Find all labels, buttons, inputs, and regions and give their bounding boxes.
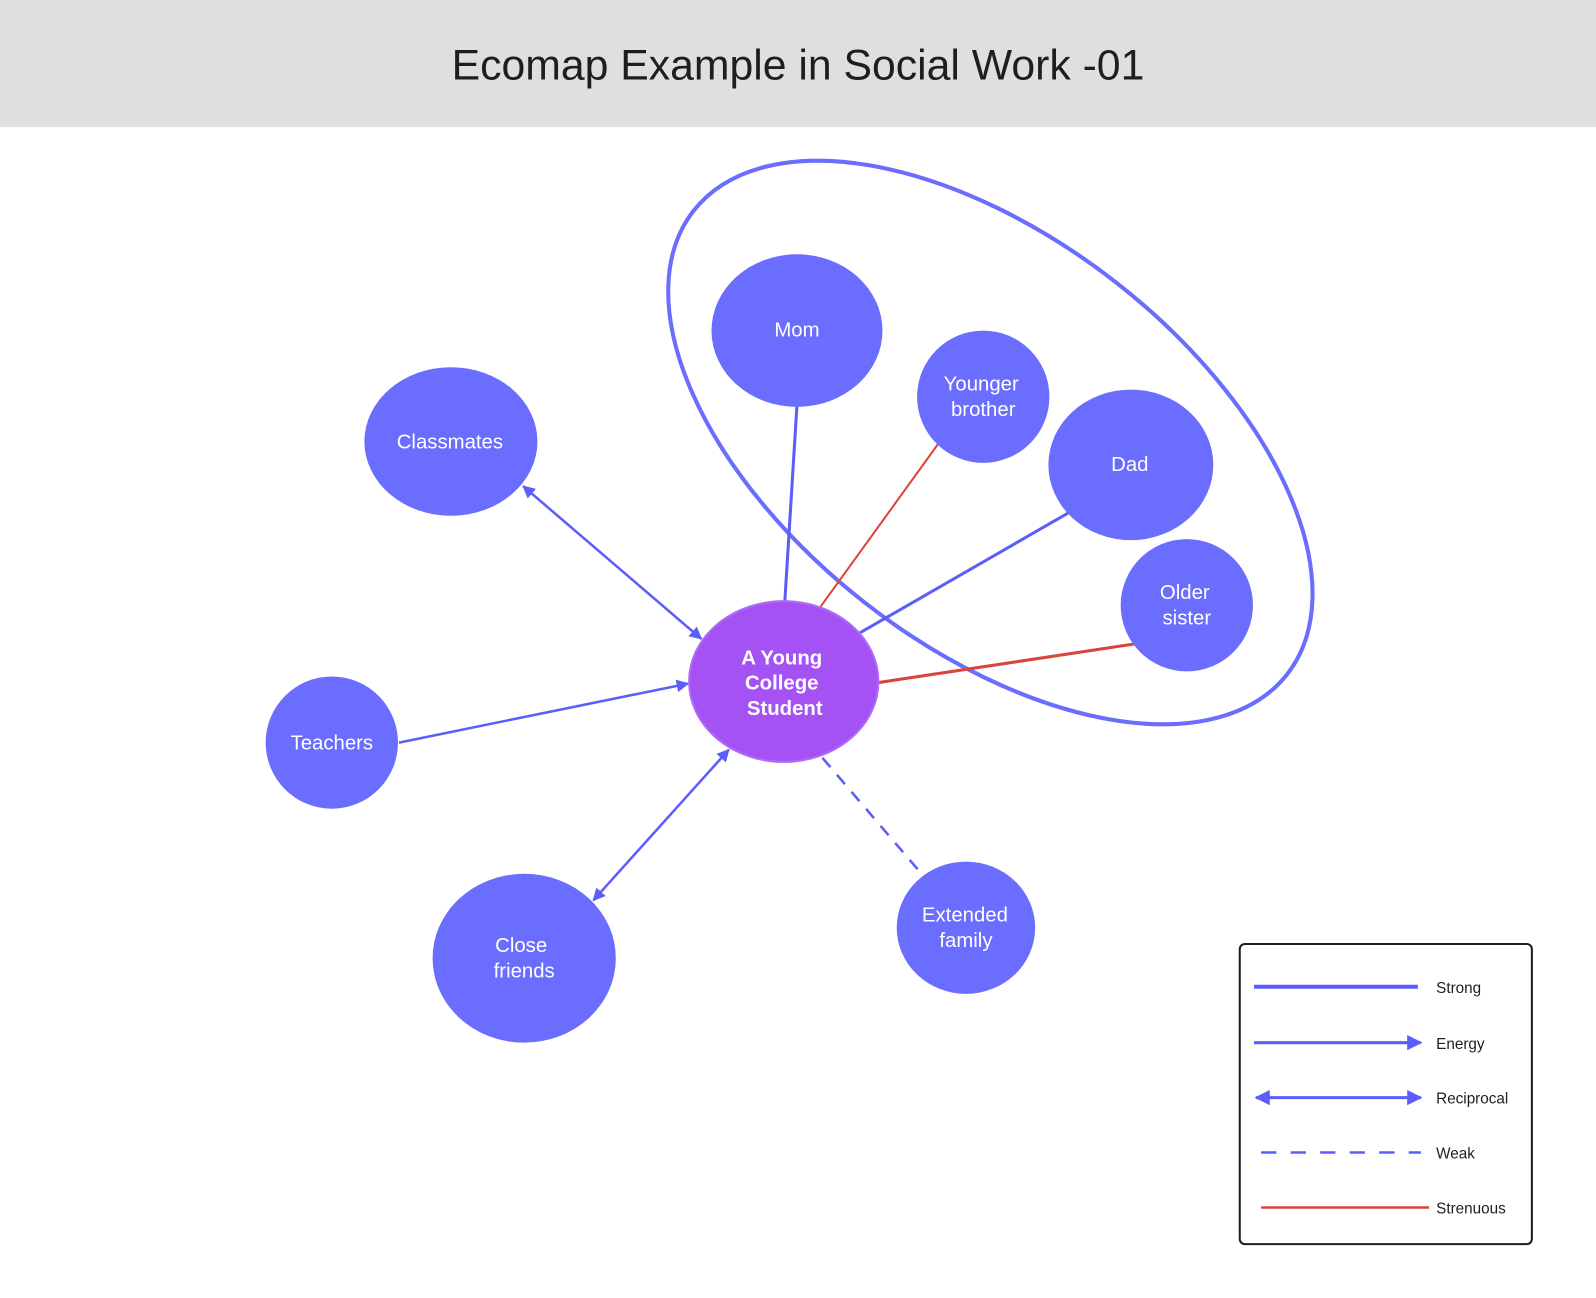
node-label: Extended bbox=[922, 905, 1008, 927]
legend-energy-label: Energy bbox=[1436, 1036, 1485, 1053]
connection-classmates-reciprocal bbox=[522, 485, 703, 640]
center-label: College bbox=[745, 673, 819, 695]
node-center-student[interactable]: A Young College Student bbox=[688, 600, 880, 763]
node-older-sister[interactable]: Older sister bbox=[1120, 539, 1253, 672]
node-label: Younger bbox=[944, 374, 1019, 396]
node-mom[interactable]: Mom bbox=[711, 254, 883, 407]
node-label: sister bbox=[1163, 608, 1212, 630]
connection-mom-strong bbox=[783, 404, 799, 603]
node-label: brother bbox=[951, 399, 1016, 421]
node-label: Older bbox=[1160, 582, 1210, 604]
center-label: Student bbox=[747, 698, 823, 720]
node-label: Classmates bbox=[397, 432, 503, 454]
legend-strenuous-label: Strenuous bbox=[1436, 1201, 1506, 1218]
connection-extended-weak bbox=[821, 757, 926, 878]
connection-dad-strong bbox=[859, 511, 1070, 635]
page-title: Ecomap Example in Social Work -01 bbox=[452, 41, 1145, 89]
node-teachers[interactable]: Teachers bbox=[265, 676, 398, 809]
node-label: Teachers bbox=[291, 733, 374, 755]
node-dad[interactable]: Dad bbox=[1048, 389, 1214, 541]
node-label: Mom bbox=[774, 320, 819, 342]
header-bar bbox=[0, 0, 1596, 128]
legend: Strong Energy Reciprocal Weak Strenuous bbox=[1238, 942, 1533, 1246]
node-label: Close bbox=[495, 935, 547, 957]
node-close-friends[interactable]: Close friends bbox=[432, 873, 616, 1043]
family-boundary bbox=[666, 158, 1315, 727]
legend-strong-label: Strong bbox=[1436, 980, 1481, 997]
legend-reciprocal-label: Reciprocal bbox=[1436, 1091, 1508, 1108]
connection-friends-reciprocal bbox=[592, 748, 730, 902]
connection-teachers-energy bbox=[398, 679, 690, 744]
center-label: A Young bbox=[741, 647, 822, 669]
node-label: friends bbox=[494, 961, 555, 983]
connection-sister-strenuous bbox=[878, 642, 1136, 685]
node-younger-brother[interactable]: Younger brother bbox=[917, 330, 1050, 463]
node-classmates[interactable]: Classmates bbox=[364, 367, 538, 516]
node-label: Dad bbox=[1111, 454, 1148, 476]
node-label: family bbox=[939, 930, 993, 952]
node-extended-family[interactable]: Extended family bbox=[896, 861, 1036, 994]
legend-weak-label: Weak bbox=[1436, 1146, 1475, 1163]
connection-brother-strenuous bbox=[818, 442, 940, 609]
